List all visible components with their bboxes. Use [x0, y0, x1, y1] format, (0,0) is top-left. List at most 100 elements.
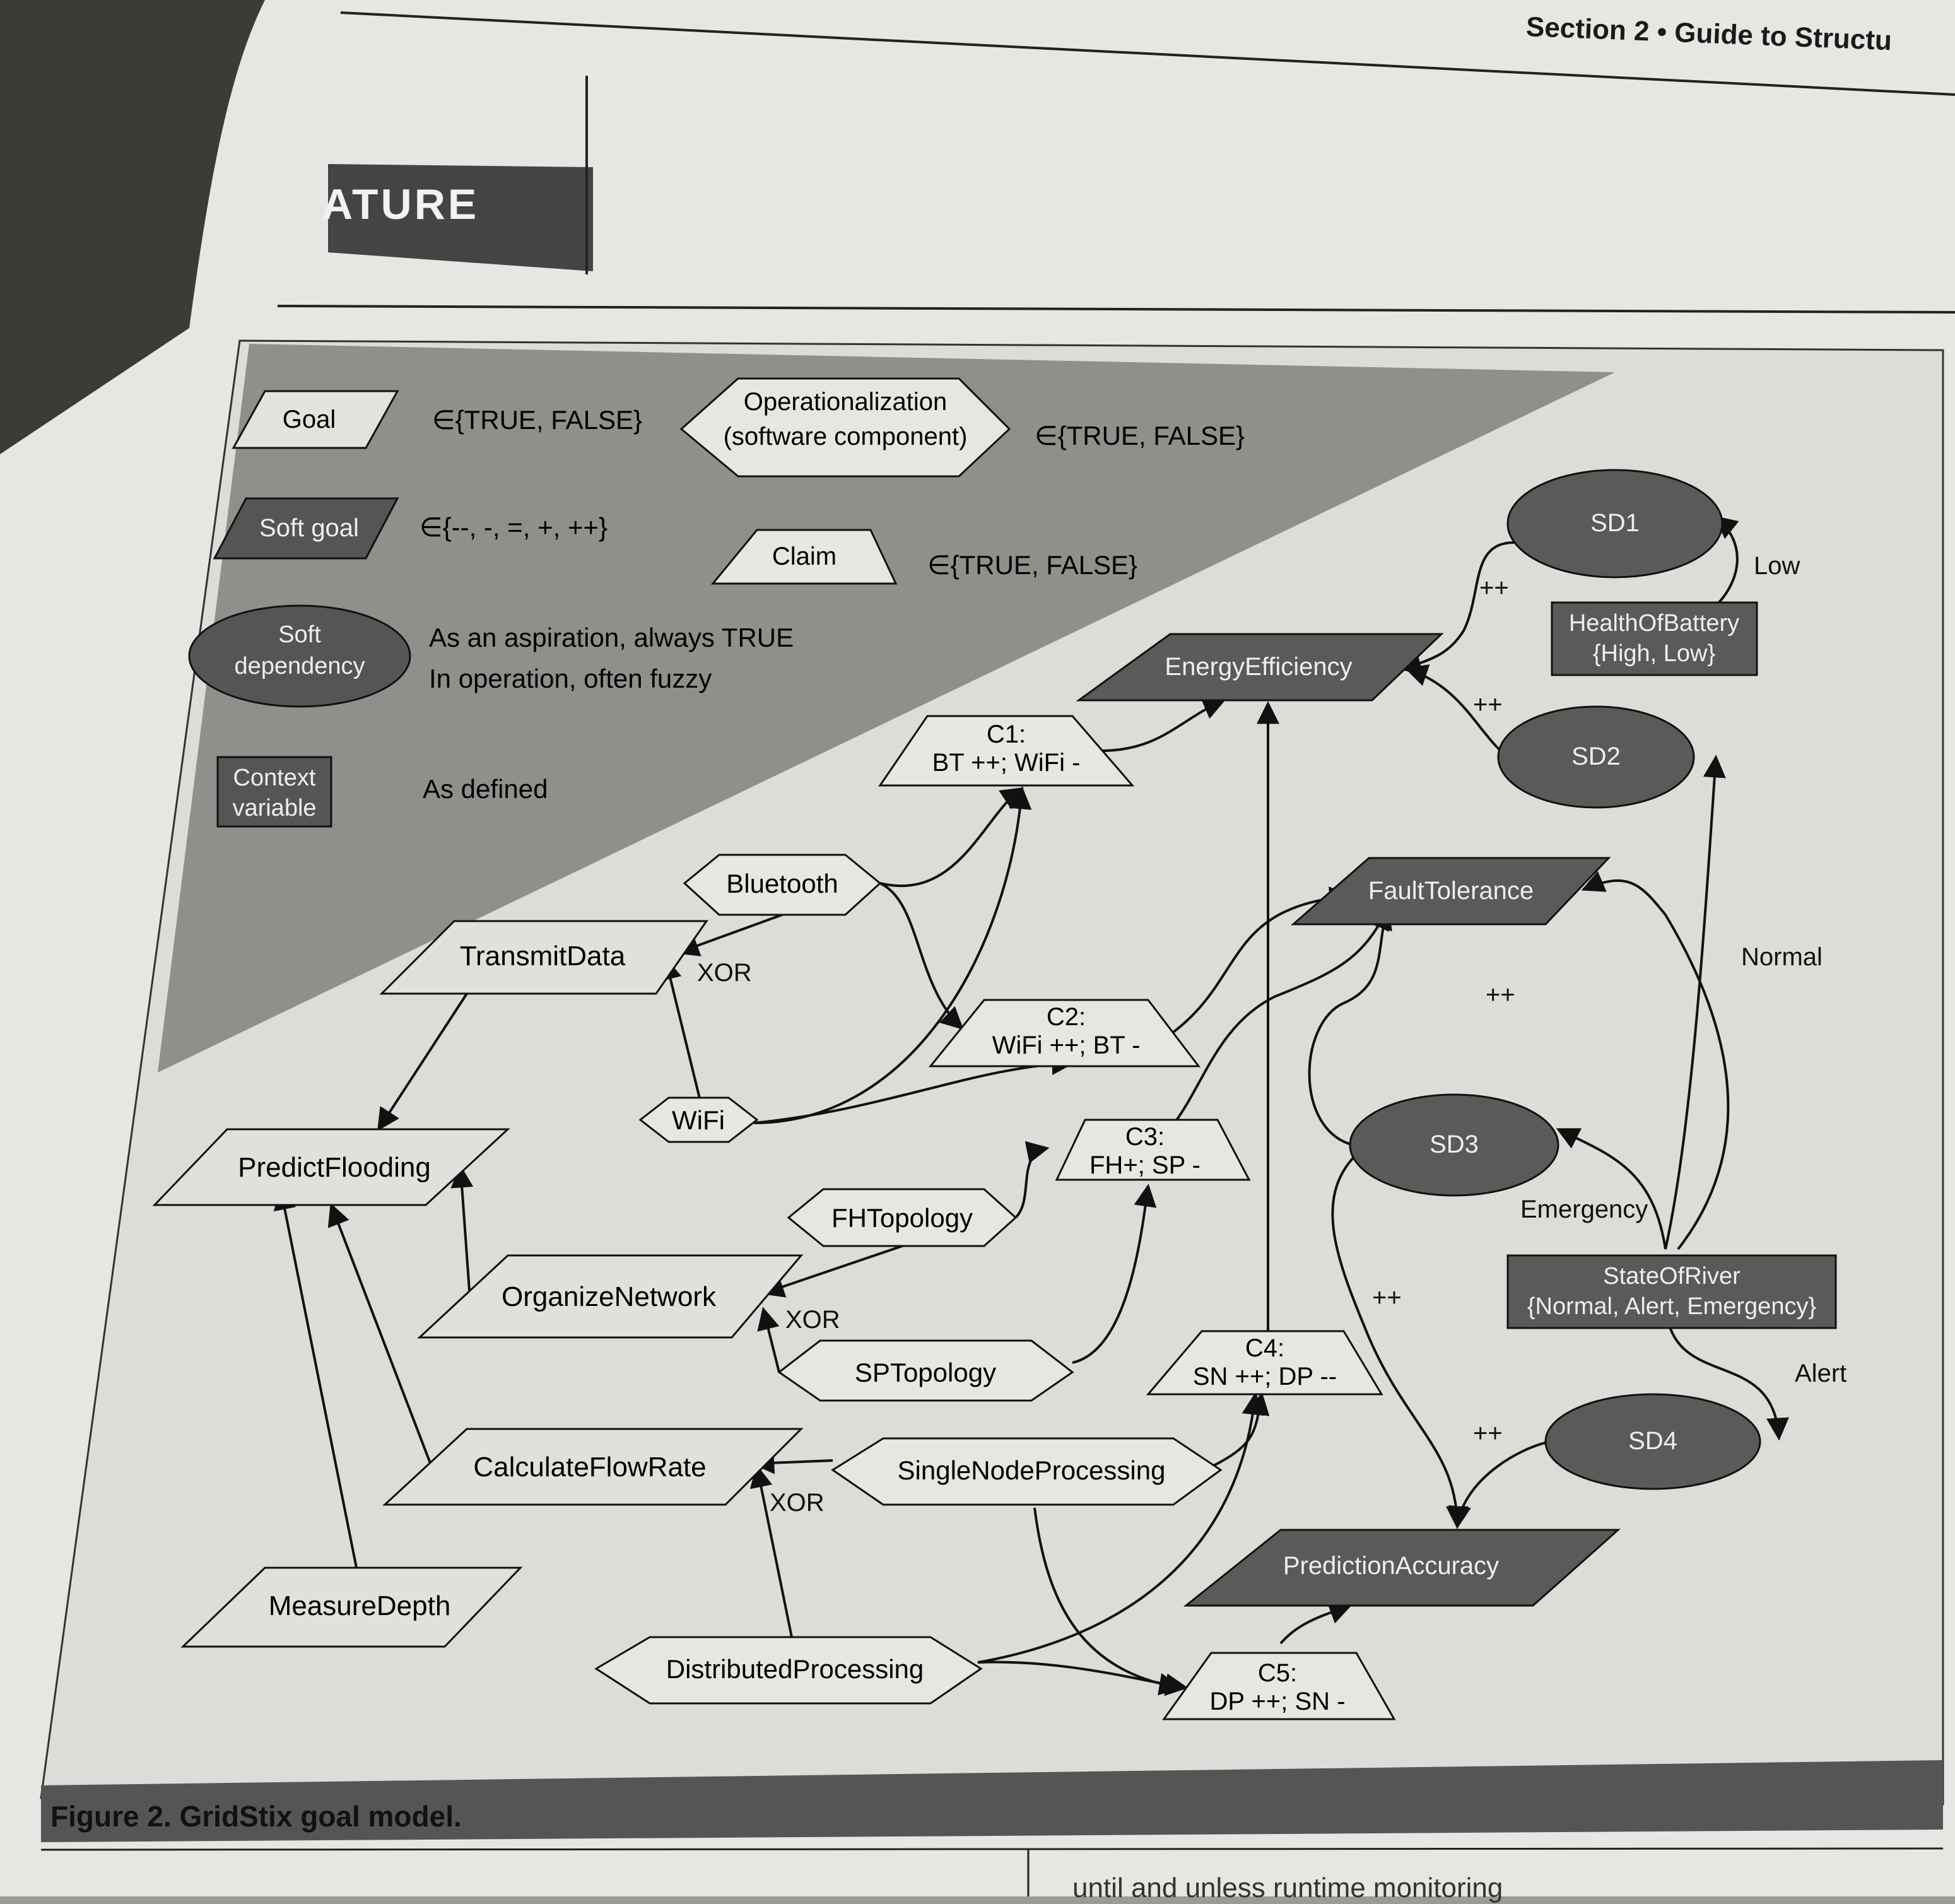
edge-fhtopology-organizenetwork	[761, 1242, 912, 1298]
goal-calculateflowrate-label: CalculateFlowRate	[473, 1452, 706, 1483]
footer-text: until and unless runtime monitoring	[1072, 1872, 1503, 1903]
caption-rule	[40, 1847, 1944, 1851]
claim-c4	[1146, 1330, 1383, 1396]
edge-distributed-calculateflowrate	[749, 1464, 793, 1638]
edge-fhtopology-c3	[1014, 1141, 1050, 1219]
softgoal-energyefficiency-label: EnergyEfficiency	[1165, 653, 1352, 681]
edge-distributed-c5	[977, 1660, 1189, 1696]
sd-sd4-label: SD4	[1628, 1427, 1677, 1455]
legend-softgoal-domain: ∈{--, -, =, +, ++}	[420, 512, 608, 542]
goals: TransmitData PredictFlooding OrganizeNet…	[152, 920, 804, 1648]
edge-wifi-transmitdata	[659, 956, 702, 1102]
softgoal-energyefficiency	[1076, 633, 1444, 702]
context-stateofriver-line2: {Normal, Alert, Emergency}	[1527, 1293, 1816, 1320]
op-distributedprocessing	[594, 1636, 983, 1705]
edge-stateofriver-sd2	[1664, 755, 1726, 1250]
edge-measuredepth-predictflooding	[273, 1187, 358, 1568]
softgoal-predictionaccuracy	[1183, 1529, 1621, 1607]
sd-sd3-label: SD3	[1430, 1131, 1479, 1158]
edge-distributed-c4	[977, 1392, 1265, 1664]
goal-measuredepth	[180, 1566, 523, 1648]
op-bluetooth	[683, 854, 882, 916]
feature-banner	[328, 164, 593, 271]
label-normal: Normal	[1741, 943, 1823, 971]
legend-goal-shape	[232, 390, 399, 449]
legend-claim-domain: ∈{TRUE, FALSE}	[927, 550, 1137, 580]
goal-predictflooding-label: PredictFlooding	[238, 1152, 431, 1183]
goal-transmitdata-label: TransmitData	[460, 941, 626, 972]
op-sptopology	[777, 1339, 1074, 1402]
legend-softgoal-shape	[213, 497, 399, 560]
claim-c4-title: C4:	[1245, 1334, 1284, 1362]
edge-bluetooth-transmitdata	[676, 914, 783, 956]
sd-sd2	[1497, 705, 1695, 809]
goal-predictflooding	[152, 1128, 510, 1206]
label-xor-organize: XOR	[785, 1306, 840, 1334]
sd-sd1	[1506, 469, 1723, 579]
goal-organizenetwork	[417, 1254, 804, 1339]
caption-band	[41, 1760, 1943, 1842]
edge-transmitdata-predictflooding	[377, 992, 468, 1132]
legend-operationalization-line1: Operationalization	[744, 388, 947, 416]
legend-goal-label: Goal	[283, 406, 336, 433]
legend-claim-shape	[710, 529, 898, 585]
legend-triangle	[158, 344, 1615, 1072]
legend-softdependency-shape	[188, 604, 411, 708]
edge-sd2-energyefficiency	[1404, 664, 1509, 758]
label-alert: Alert	[1795, 1360, 1846, 1387]
edge-sd4-predictionaccuracy	[1448, 1440, 1553, 1529]
claim-c1	[878, 715, 1135, 787]
label-emergency: Emergency	[1520, 1196, 1648, 1223]
label-plus-fault: ++	[1486, 981, 1515, 1009]
op-fhtopology	[787, 1188, 1018, 1247]
edge-healthofbattery-sd1	[1714, 515, 1739, 607]
label-plus-sd4: ++	[1473, 1419, 1503, 1447]
soft-dependencies: SD1 SD2 SD3 SD4	[1349, 469, 1761, 1490]
legend-contextvariable-shape	[216, 756, 332, 828]
edge-c1-energyefficiency	[1100, 698, 1226, 752]
legend-operationalization-shape	[679, 377, 1011, 478]
legend: Goal ∈{TRUE, FALSE} Operationalization (…	[188, 377, 1245, 828]
goal-transmitdata	[379, 920, 708, 995]
edge-bluetooth-c1	[879, 787, 1024, 888]
legend-softdependency-line1: Soft	[278, 621, 321, 648]
operationalizations: Bluetooth WiFi FHTopology SPTopology Sin…	[594, 854, 1223, 1705]
legend-goal-domain: ∈{TRUE, FALSE}	[432, 405, 642, 435]
legend-contextvariable-desc: As defined	[423, 774, 548, 804]
label-low: Low	[1754, 552, 1800, 580]
edge-sptopology-organizenetwork	[757, 1307, 780, 1373]
edge-sptopology-c3	[1072, 1184, 1157, 1364]
claim-c2-title: C2:	[1047, 1003, 1086, 1031]
edge-c5-predictionaccuracy	[1279, 1602, 1353, 1645]
book-binding	[0, 0, 265, 454]
label-xor-calculate: XOR	[770, 1489, 825, 1517]
op-distributedprocessing-label: DistributedProcessing	[666, 1654, 924, 1684]
edges	[273, 515, 1789, 1696]
legend-softdependency-desc1: As an aspiration, always TRUE	[429, 623, 794, 652]
claim-c3-body: FH+; SP -	[1089, 1151, 1201, 1179]
edge-sd3-predictionaccuracy	[1331, 1153, 1469, 1529]
claim-c5	[1162, 1652, 1396, 1720]
soft-goals: EnergyEfficiency FaultTolerance Predicti…	[1076, 633, 1621, 1607]
claim-c3	[1055, 1119, 1251, 1181]
sd-sd2-label: SD2	[1571, 743, 1621, 770]
op-singlenodeprocessing-label: SingleNodeProcessing	[898, 1455, 1166, 1485]
claim-c1-title: C1:	[987, 720, 1026, 748]
op-wifi	[638, 1096, 759, 1143]
op-sptopology-label: SPTopology	[855, 1358, 996, 1387]
legend-claim-label: Claim	[772, 543, 837, 570]
softgoal-faulttolerance-label: FaultTolerance	[1368, 877, 1534, 905]
edge-calculateflowrate-predictflooding	[327, 1202, 437, 1477]
op-singlenodeprocessing	[831, 1437, 1223, 1506]
context-stateofriver-line1: StateOfRiver	[1603, 1263, 1741, 1290]
context-healthofbattery-line1: HealthOfBattery	[1569, 610, 1739, 637]
edge-c2-faulttolerance	[1159, 886, 1353, 1042]
sd-sd3	[1349, 1093, 1559, 1197]
top-rule	[277, 305, 1955, 314]
edge-sd1-energyefficiency	[1398, 541, 1515, 675]
claim-c1-body: BT ++; WiFi -	[932, 749, 1081, 777]
edge-organizenetwork-predictflooding	[450, 1165, 474, 1300]
legend-softdependency-line2: dependency	[234, 653, 365, 679]
